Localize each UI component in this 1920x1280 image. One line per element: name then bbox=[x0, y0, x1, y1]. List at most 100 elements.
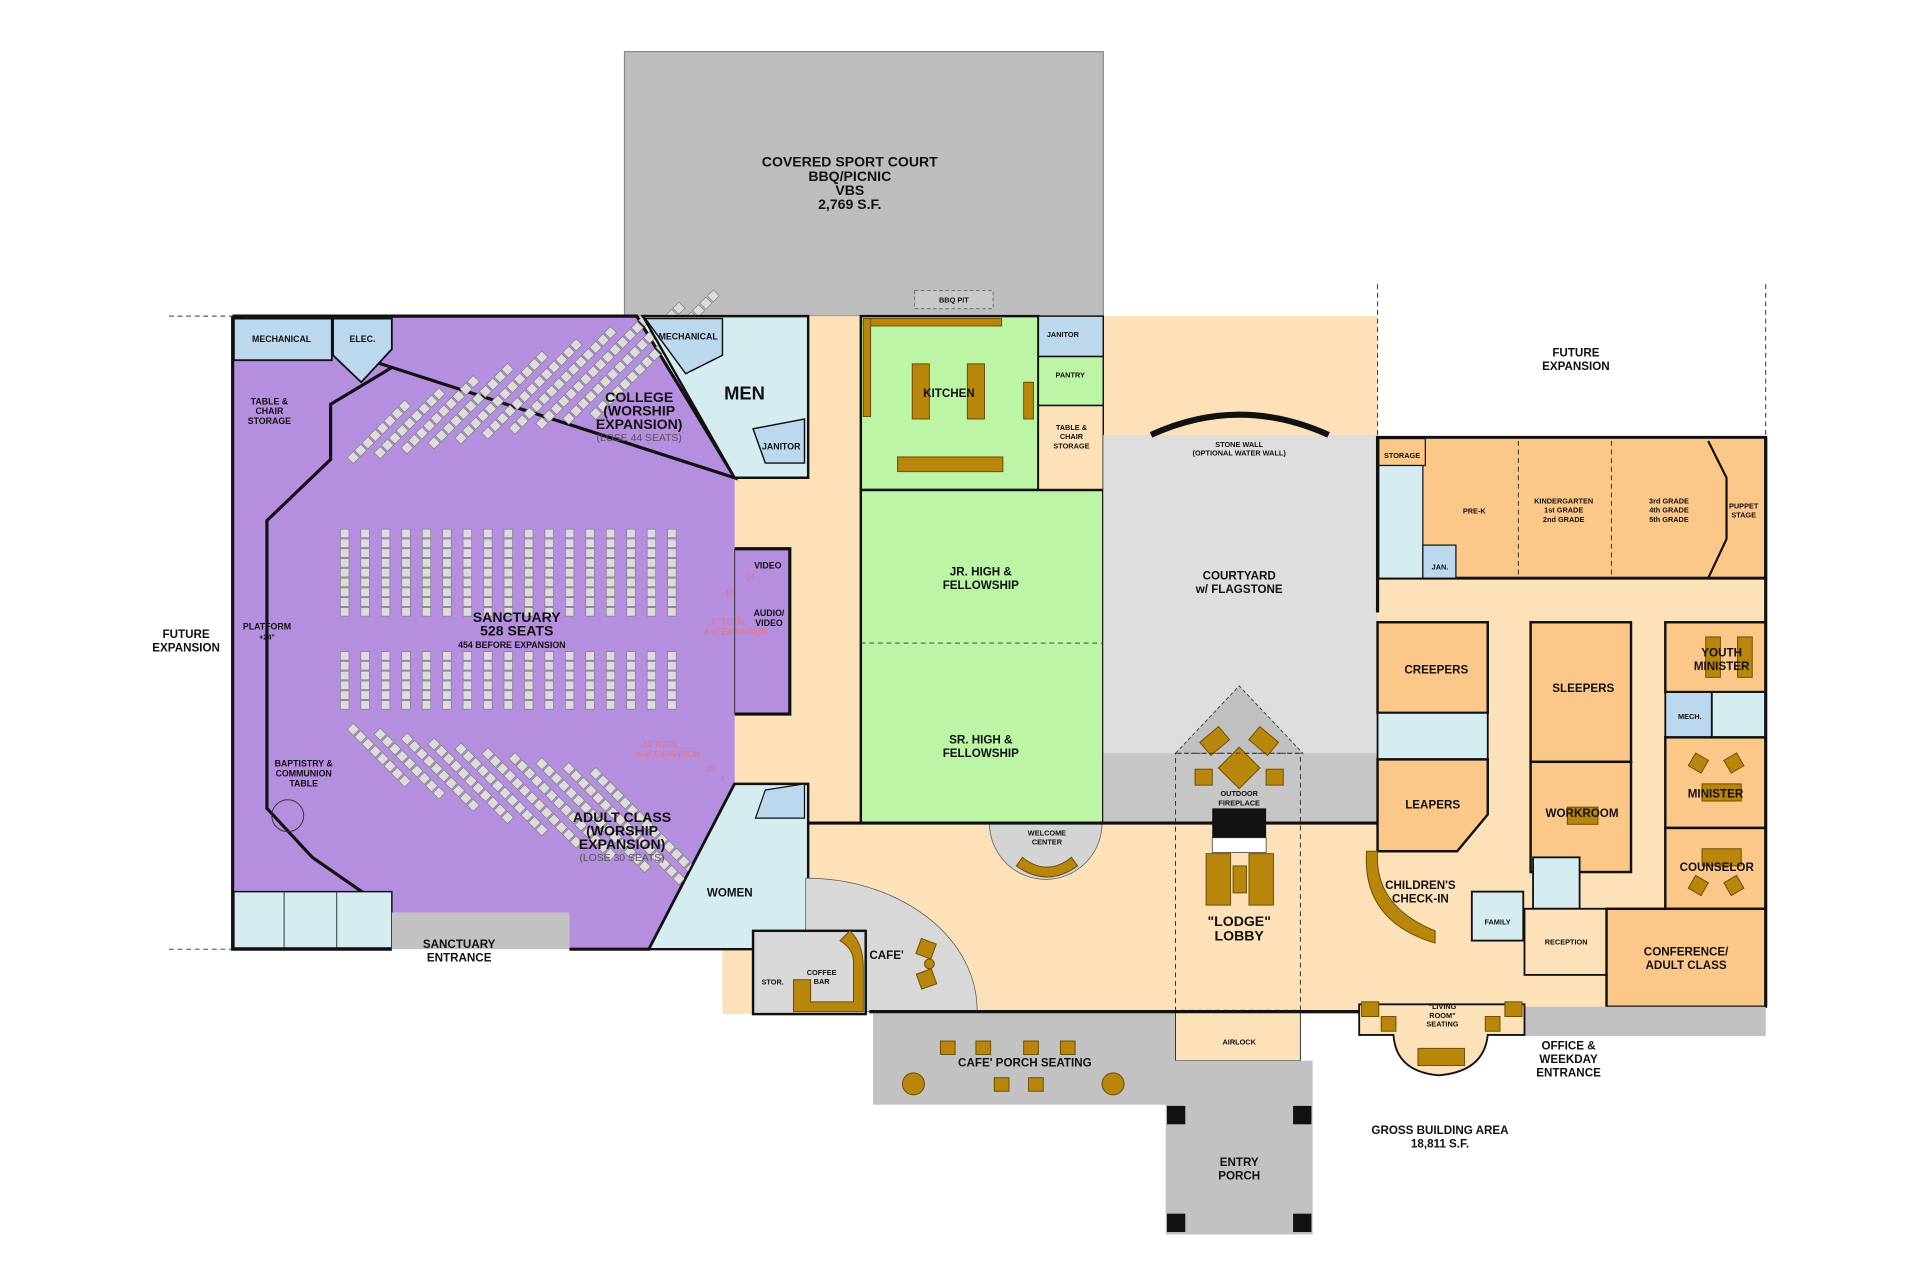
seat bbox=[442, 680, 452, 690]
seat bbox=[585, 661, 595, 671]
label: JR. HIGH & bbox=[950, 566, 1013, 579]
room-mech[interactable]: MECH. bbox=[1664, 691, 1767, 739]
room-sleepers[interactable]: SLEEPERS bbox=[1529, 621, 1633, 764]
seat bbox=[667, 538, 677, 548]
seat bbox=[380, 577, 391, 588]
seat bbox=[483, 680, 493, 690]
seat bbox=[380, 607, 391, 617]
fellowship-hall[interactable]: JR. HIGH &FELLOWSHIP SR. HIGH &FELLOWSHI… bbox=[859, 488, 1105, 825]
seat bbox=[491, 779, 505, 793]
room-minister[interactable]: MINISTER bbox=[1664, 736, 1767, 830]
seat bbox=[599, 798, 613, 812]
seat bbox=[605, 568, 616, 578]
label: MECHANICAL bbox=[659, 331, 719, 341]
seat bbox=[601, 350, 615, 364]
room-conference[interactable]: CONFERENCE/ADULT CLASS bbox=[1605, 907, 1767, 1008]
seat bbox=[544, 558, 554, 568]
room-leapers[interactable]: LEAPERS bbox=[1376, 758, 1489, 853]
seat bbox=[437, 769, 451, 783]
mechanical-room-left[interactable]: MECHANICAL bbox=[232, 317, 333, 362]
seat bbox=[613, 360, 627, 374]
seat bbox=[496, 762, 510, 776]
seat bbox=[401, 548, 411, 558]
seat bbox=[360, 670, 370, 681]
airlock[interactable]: AIRLOCK bbox=[1175, 1011, 1301, 1062]
seat bbox=[544, 661, 554, 671]
seat bbox=[381, 438, 395, 452]
seat bbox=[646, 680, 657, 690]
seat bbox=[591, 791, 605, 805]
seat bbox=[407, 740, 421, 754]
seat bbox=[537, 392, 551, 406]
seat bbox=[605, 597, 616, 607]
label: FUTURE bbox=[163, 628, 210, 641]
sanctuary-seating bbox=[340, 289, 720, 898]
svg-text:PLATFORM+24": PLATFORM+24" bbox=[243, 622, 291, 642]
seat bbox=[401, 651, 411, 661]
seat bbox=[415, 426, 429, 440]
room-counselor[interactable]: COUNSELOR bbox=[1664, 826, 1767, 910]
mens-restroom[interactable]: MECHANICAL MEN JANITOR bbox=[640, 314, 810, 479]
lodge-lobby[interactable]: "LODGE"LOBBY bbox=[1175, 752, 1301, 1011]
svg-text:SR. HIGH &FELLOWSHIP: SR. HIGH &FELLOWSHIP bbox=[943, 733, 1019, 759]
seat bbox=[401, 587, 411, 597]
seat bbox=[390, 766, 404, 780]
seat bbox=[380, 558, 391, 568]
label: KITCHEN bbox=[923, 387, 975, 400]
seat bbox=[565, 597, 575, 607]
seat bbox=[444, 776, 458, 790]
seat bbox=[544, 651, 554, 661]
seat bbox=[425, 394, 439, 408]
seat-note: 12 TOTAL bbox=[643, 740, 679, 749]
restrooms-left[interactable] bbox=[233, 890, 393, 949]
seat bbox=[626, 670, 636, 681]
seat bbox=[554, 820, 568, 834]
label: EXPANSION bbox=[1542, 360, 1610, 373]
cafe-porch[interactable]: CAFE' PORCH SEATING bbox=[873, 1011, 1176, 1105]
room-creepers[interactable]: CREEPERS bbox=[1376, 621, 1489, 715]
seat bbox=[442, 607, 452, 617]
seat bbox=[340, 558, 350, 568]
seat bbox=[421, 587, 432, 597]
seat bbox=[421, 597, 432, 607]
seat bbox=[464, 399, 478, 413]
seat bbox=[657, 857, 671, 871]
seat bbox=[665, 864, 679, 878]
label: EXPANSION) bbox=[596, 416, 683, 432]
seat bbox=[585, 587, 595, 597]
seat bbox=[706, 289, 720, 303]
room-reception[interactable]: RECEPTION bbox=[1523, 907, 1608, 976]
seat bbox=[401, 670, 411, 681]
family-restroom[interactable]: FAMILY bbox=[1470, 890, 1525, 942]
electrical-room[interactable]: ELEC. bbox=[332, 317, 393, 384]
seat bbox=[564, 786, 578, 800]
label: CHAIR bbox=[255, 406, 284, 416]
seat bbox=[585, 558, 595, 568]
kitchen[interactable]: KITCHEN bbox=[859, 314, 1040, 492]
seat bbox=[524, 680, 534, 690]
seat bbox=[643, 842, 657, 856]
seat bbox=[547, 813, 561, 827]
label: CHAIR bbox=[1060, 432, 1084, 441]
seat bbox=[596, 774, 610, 788]
seat bbox=[532, 798, 546, 812]
seat bbox=[380, 690, 391, 700]
seat bbox=[462, 680, 472, 690]
seat bbox=[544, 680, 554, 690]
seat bbox=[596, 840, 610, 854]
room-workroom[interactable]: WORKROOM bbox=[1529, 760, 1633, 874]
